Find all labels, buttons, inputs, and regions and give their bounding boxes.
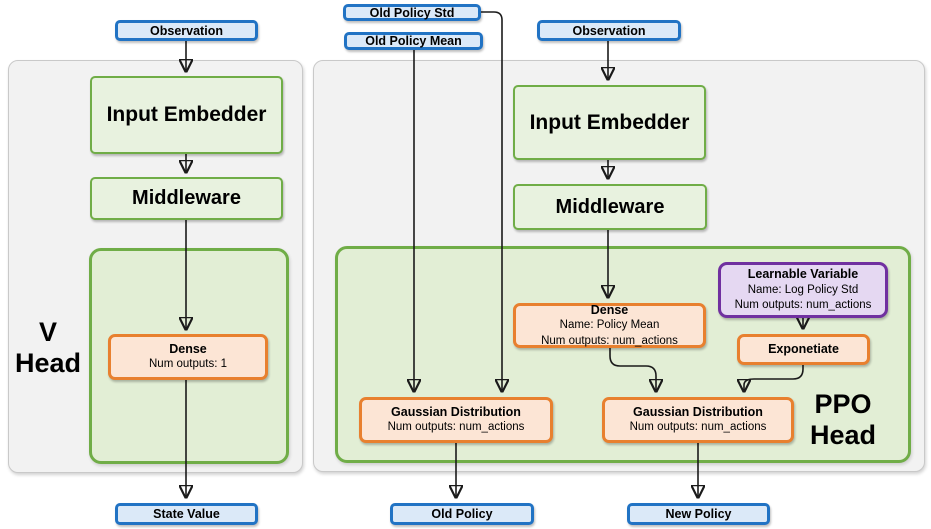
middleware-label: Middleware (132, 187, 241, 209)
old-policy-mean-label: Old Policy Mean (365, 34, 462, 48)
learnable-outputs: Num outputs: num_actions (734, 299, 872, 312)
state-value-label: State Value (153, 507, 220, 521)
new-policy-label: New Policy (665, 507, 732, 521)
dense-policy-mean: Dense Name: Policy Mean Num outputs: num… (513, 303, 706, 348)
observation-input-v: Observation (115, 20, 258, 41)
old-policy-output: Old Policy (390, 503, 534, 525)
observation-label: Observation (150, 23, 223, 38)
middleware-ppo: Middleware (513, 184, 707, 230)
learnable-title: Learnable Variable (747, 267, 859, 282)
input-embedder-ppo: Input Embedder (513, 85, 706, 160)
gaussian-title: Gaussian Distribution (391, 405, 521, 420)
ppo-head-label-line2: Head (809, 420, 877, 451)
gaussian-title: Gaussian Distribution (633, 405, 763, 420)
old-policy-mean-input: Old Policy Mean (344, 32, 483, 50)
arrow-exponetiate-to-gaussian-new (744, 365, 804, 390)
dense-v: Dense Num outputs: 1 (108, 334, 268, 380)
dense-outputs: Num outputs: 1 (149, 358, 227, 371)
v-head-label-line1: V (38, 317, 57, 347)
state-value-output: State Value (115, 503, 258, 525)
old-policy-std-label: Old Policy Std (369, 5, 455, 20)
arrow-dense-to-gaussian-new (609, 348, 656, 390)
new-policy-output: New Policy (627, 503, 770, 525)
middleware-v: Middleware (90, 177, 283, 220)
old-policy-std-input: Old Policy Std (343, 4, 481, 21)
dense-name: Name: Policy Mean (559, 319, 660, 332)
arrow-old-policy-std-to-gaussian-old (481, 11, 502, 390)
v-head-label: V Head (10, 317, 86, 379)
ppo-head-label: PPO Head (800, 389, 886, 451)
ppo-head-label-line1: PPO (814, 389, 872, 419)
middleware-label: Middleware (555, 195, 665, 218)
dense-title: Dense (590, 302, 629, 317)
input-embedder-v: Input Embedder (90, 76, 283, 154)
gaussian-distribution-old: Gaussian Distribution Num outputs: num_a… (359, 397, 553, 443)
observation-input-ppo: Observation (537, 20, 681, 41)
gaussian-outputs: Num outputs: num_actions (387, 421, 525, 434)
input-embedder-label: Input Embedder (529, 110, 690, 134)
exponetiate: Exponetiate (737, 334, 870, 365)
observation-label: Observation (572, 23, 646, 38)
v-head-label-line2: Head (14, 348, 82, 379)
dense-title: Dense (169, 342, 207, 357)
gaussian-distribution-new: Gaussian Distribution Num outputs: num_a… (602, 397, 794, 443)
learnable-variable: Learnable Variable Name: Log Policy Std … (718, 262, 888, 318)
gaussian-outputs: Num outputs: num_actions (629, 421, 767, 434)
exponetiate-label: Exponetiate (768, 342, 839, 357)
learnable-name: Name: Log Policy Std (747, 283, 859, 296)
old-policy-label: Old Policy (431, 507, 493, 521)
input-embedder-label: Input Embedder (106, 103, 267, 126)
dense-outputs: Num outputs: num_actions (541, 334, 678, 347)
